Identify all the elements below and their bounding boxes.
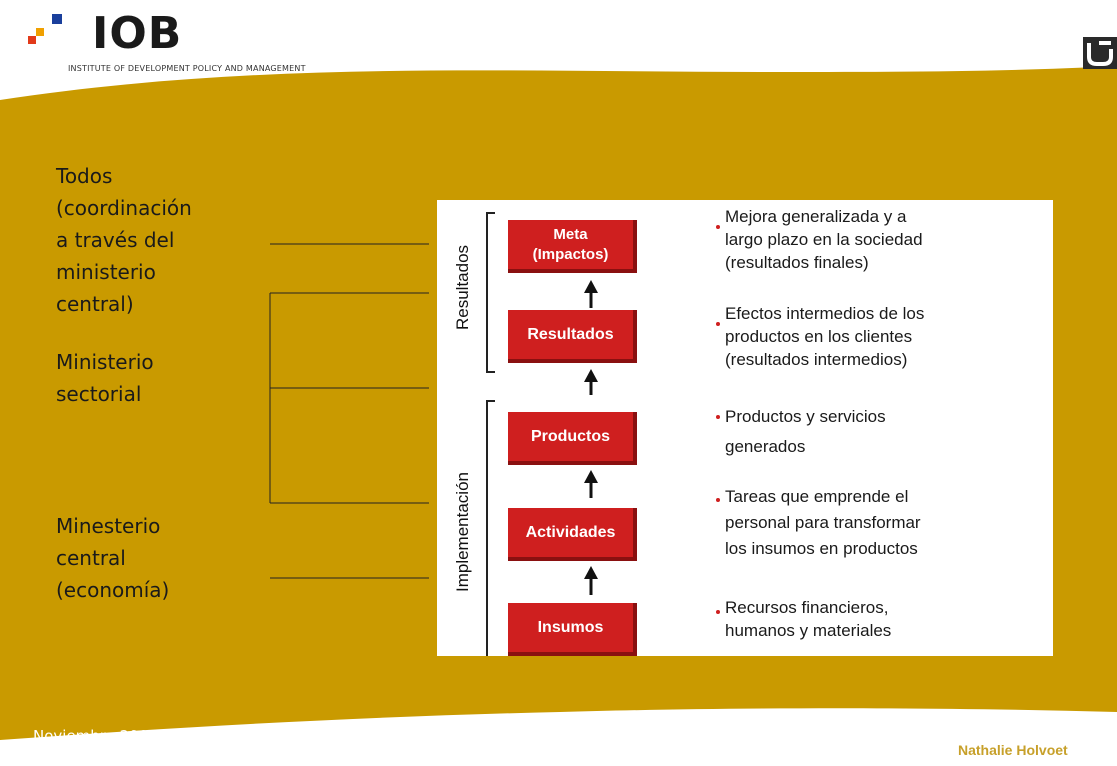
university-name: University of Antwerp — [870, 44, 1002, 60]
diagram-graphics — [486, 212, 598, 656]
results-chain-diagram: Resultados Implementación Meta (Impactos… — [437, 200, 1053, 656]
desc-meta: Mejora generalizada y a largo plazo en l… — [725, 207, 923, 272]
desc-actividades: Tareas que emprende el personal para tra… — [725, 487, 921, 558]
box-meta: Meta (Impactos) — [508, 220, 637, 273]
bullet-insumos — [716, 610, 720, 614]
bullet-resultados — [716, 322, 720, 326]
footer-date: Noviembre 2006 — [33, 727, 158, 745]
group-label-resultados: Resultados — [453, 244, 472, 330]
box-productos: Productos — [508, 412, 637, 465]
label-ministerio-sectorial: Ministerio sectorial — [56, 350, 154, 406]
desc-productos: Productos y servicios generados — [725, 407, 886, 456]
flow-arrows — [584, 280, 598, 595]
logo-subtitle: INSTITUTE OF DEVELOPMENT POLICY AND MANA… — [68, 64, 306, 73]
logo-squares-icon — [28, 14, 62, 44]
box-actividades: Actividades — [508, 508, 637, 561]
box-resultados: Resultados — [508, 310, 637, 363]
bullet-actividades — [716, 498, 720, 502]
footer-author: Nathalie Holvoet — [958, 742, 1068, 758]
bullet-productos — [716, 415, 720, 419]
logo-wordmark: IOB — [92, 8, 183, 59]
bracket-implementacion — [486, 400, 495, 656]
desc-insumos: Recursos financieros, humanos y material… — [725, 598, 892, 640]
university-logo-icon — [1083, 37, 1117, 69]
box-insumos: Insumos — [508, 603, 637, 656]
bracket-resultados — [486, 212, 495, 373]
desc-resultados: Efectos intermedios de los productos en … — [725, 304, 925, 369]
group-label-implementacion: Implementación — [453, 472, 472, 593]
label-ministerio-central: Minesterio central (economía) — [56, 514, 170, 602]
bullet-meta — [716, 225, 720, 229]
label-todos: Todos (coordinación a través del ministe… — [56, 164, 192, 316]
iob-logo: IOB INSTITUTE OF DEVELOPMENT POLICY AND … — [28, 8, 358, 76]
